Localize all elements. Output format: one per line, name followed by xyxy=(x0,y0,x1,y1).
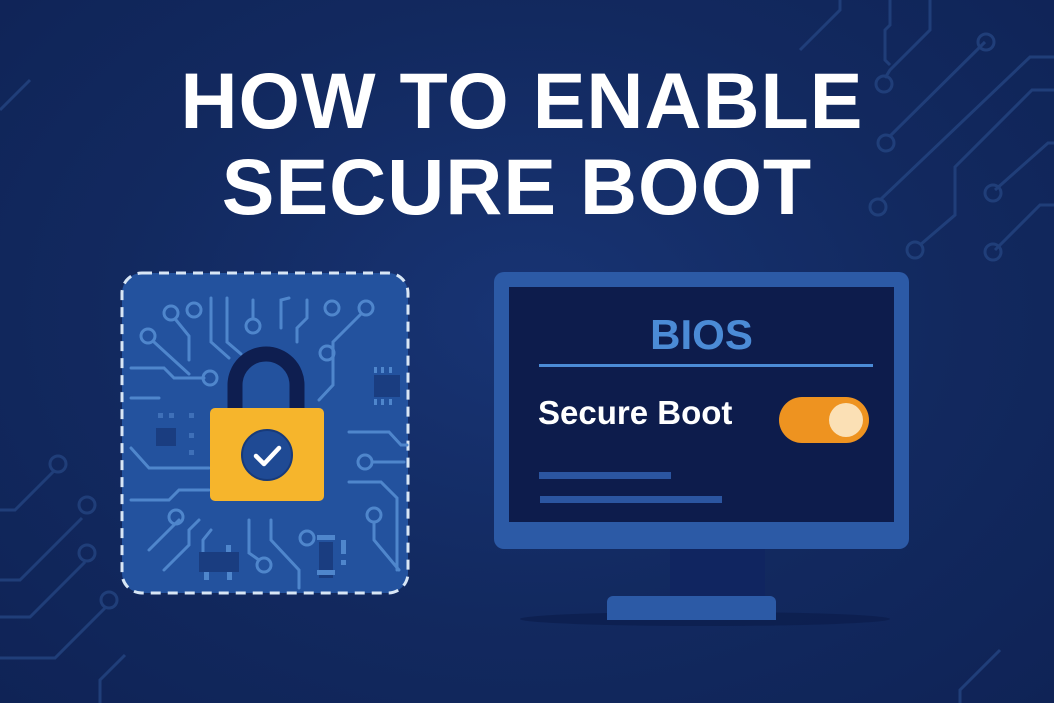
circuit-traces xyxy=(129,296,409,590)
chip-components xyxy=(156,367,400,580)
monitor-stand xyxy=(607,596,776,620)
secure-boot-label: Secure Boot xyxy=(538,394,733,431)
secure-chip-illustration xyxy=(120,271,410,595)
bios-screen: BIOS Secure Boot xyxy=(509,287,894,522)
padlock-check-icon xyxy=(210,346,324,501)
bios-divider xyxy=(539,364,873,367)
bios-monitor: BIOS Secure Boot xyxy=(490,270,920,630)
monitor-frame: BIOS Secure Boot xyxy=(494,272,909,549)
page-title: HOW TO ENABLE SECURE BOOT xyxy=(0,58,1054,230)
monitor-neck xyxy=(670,549,765,599)
placeholder-text-line xyxy=(540,496,722,503)
bios-title: BIOS xyxy=(650,311,753,358)
toggle-knob xyxy=(829,403,863,437)
title-line-1: HOW TO ENABLE xyxy=(180,56,864,145)
title-line-2: SECURE BOOT xyxy=(221,142,813,231)
secure-boot-toggle[interactable] xyxy=(779,397,869,443)
placeholder-text-line xyxy=(539,472,671,479)
